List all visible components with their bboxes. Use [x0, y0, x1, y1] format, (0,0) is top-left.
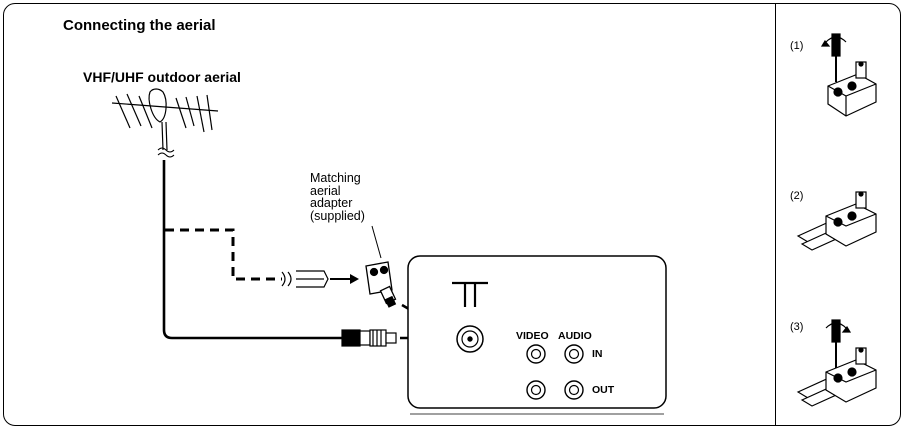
adapter-label-line: Matching [310, 171, 361, 185]
flat-cable-dashed [165, 228, 282, 281]
step-1-terminal-icon [827, 61, 877, 117]
page-title: Connecting the aerial [63, 17, 216, 34]
aerial-label: VHF/UHF outdoor aerial [83, 69, 241, 85]
out-label: OUT [592, 384, 615, 396]
adapter-label-line: (supplied) [310, 208, 365, 223]
aerial-cable [162, 160, 342, 340]
video-out-jack [526, 380, 546, 400]
aerial-icon [111, 88, 219, 158]
adapter-pointer-line [371, 225, 382, 259]
diagram-frame [3, 3, 901, 426]
video-label: VIDEO [516, 330, 549, 342]
adapter-icon [365, 261, 397, 308]
adapter-label: Matching aerial adapter (supplied) [310, 172, 365, 222]
adapter-label-line: adapter [310, 196, 353, 210]
in-label: IN [592, 348, 603, 360]
aerial-symbol-icon [452, 281, 488, 307]
video-in-jack [526, 344, 546, 364]
flat-cable-arrow-head [350, 274, 359, 284]
tv-back-panel [407, 255, 667, 409]
step-3-label: (3) [790, 321, 804, 333]
adapter-label-line: aerial [310, 183, 341, 198]
step-2-label: (2) [790, 190, 804, 202]
audio-label: AUDIO [558, 330, 592, 342]
step-3-screwdriver-icon [825, 319, 852, 368]
step-1-label: (1) [790, 40, 804, 52]
steps-divider [775, 4, 776, 426]
audio-out-jack [564, 380, 584, 400]
coax-plug-icon [341, 329, 397, 347]
step-2-terminal-icon [796, 191, 877, 251]
step-1-screwdriver-icon [820, 33, 847, 82]
aerial-jack [456, 325, 484, 353]
audio-in-jack [564, 344, 584, 364]
step-3-terminal-icon [796, 347, 877, 407]
flat-cable-icon [281, 270, 329, 288]
